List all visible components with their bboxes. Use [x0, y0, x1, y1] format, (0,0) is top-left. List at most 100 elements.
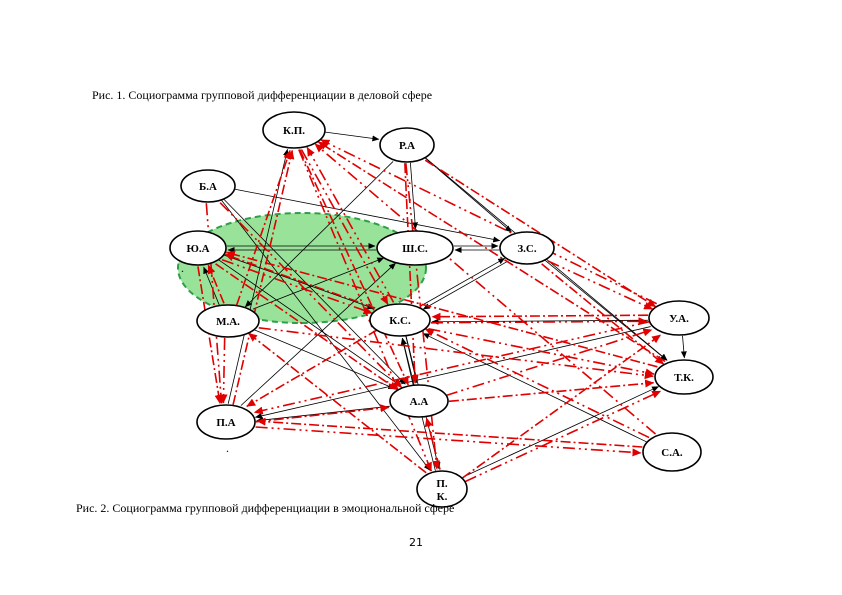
emotional-choice-arrow-sa-kp: [314, 143, 657, 435]
node-label: Т.К.: [674, 372, 694, 384]
node-ellipse: [379, 127, 435, 163]
emotional-choice-arrow-ma-yua: [207, 264, 225, 304]
emotional-choice-arrow-pk-ma: [247, 332, 427, 474]
emotional-choice-arrow-ma-pa: [219, 337, 228, 404]
node-ellipse: [416, 470, 468, 508]
emotional-choice-arrow-ks-pa: [246, 329, 378, 408]
node-ua: У.А.: [648, 300, 710, 336]
emotional-choice-arrow-aa-ua: [445, 328, 653, 397]
node-pk: П.К.: [416, 470, 468, 508]
node-label: С.А.: [661, 447, 683, 459]
emotional-choice-arrow-ua-kp: [320, 139, 658, 305]
node-label: П.: [436, 478, 448, 490]
emotional-choice-arrow-yua-ks: [221, 259, 373, 315]
node-ellipse: [180, 169, 236, 203]
node-ellipse: [389, 384, 449, 418]
emotional-choice-arrow-yua-pa: [197, 266, 223, 405]
stray-dot: .: [181, 261, 184, 275]
emotional-choice-arrow-ra-aa: [404, 163, 419, 384]
emotional-choice-arrow-ua-ks: [431, 312, 648, 321]
emotional-choice-arrow-pa-sa: [255, 426, 642, 457]
emotional-choice-arrow-ma-tk: [258, 327, 654, 380]
emotional-choice-arrow-ks-tk: [428, 327, 655, 377]
business-choice-arrow-pa-kp: [227, 148, 289, 404]
business-choice-arrow-kp-ra: [325, 131, 380, 142]
emotional-choice-arrow-zs-ua: [547, 260, 654, 310]
node-ba: Б.А: [180, 169, 236, 203]
node-zs: З.С.: [499, 231, 555, 265]
emotional-choice-arrow-ua-pa: [253, 320, 650, 415]
emotional-choice-arrow-pk-aa: [424, 417, 441, 470]
node-ellipse: [369, 303, 431, 337]
business-choice-arrow-ba-zs: [234, 188, 501, 243]
emotional-choice-arrow-kp-aa: [298, 149, 410, 386]
node-label: К.С.: [389, 315, 411, 327]
node-ellipse: [654, 359, 714, 395]
node-ellipse: [499, 231, 555, 265]
node-ellipse: [642, 432, 702, 472]
business-choice-arrow-yua-ks: [223, 254, 375, 310]
node-ellipse: [196, 404, 256, 440]
node-ellipse: [196, 304, 260, 338]
node-ellipse: [262, 111, 326, 149]
emotional-choice-arrow-pa-aa: [255, 404, 390, 423]
business-choice-arrow-ma-shs: [252, 257, 385, 310]
node-ra: Р.А: [379, 127, 435, 163]
business-choice-arrow-ua-ks: [431, 318, 649, 325]
emotional-choice-arrow-ma-kp: [235, 150, 292, 306]
node-layer: К.П. Р.А Б.А Ю.А Ш.С. З.С. М.А. К.С. У.А. Т.К. А.А…: [169, 111, 714, 508]
edge-layer: [197, 131, 687, 483]
node-label: Ю.А: [186, 243, 209, 255]
business-choice-arrow-ua-tk: [680, 335, 687, 359]
emotional-choice-arrow-tk-yua: [225, 250, 658, 368]
business-choice-arrow-ks-zs: [420, 257, 506, 307]
emotional-choice-arrow-pa-kp: [232, 149, 295, 406]
node-label: Ш.С.: [402, 243, 428, 255]
business-choice-arrow-sa-ks: [422, 333, 648, 443]
node-ellipse: [169, 230, 227, 266]
node-kp: К.П.: [262, 111, 326, 149]
emotional-choice-arrow-pk-ua: [461, 334, 662, 479]
page-number: 21: [409, 536, 423, 549]
node-sa: С.А.: [642, 432, 702, 472]
stray-dot: .: [226, 441, 229, 455]
emotional-choice-arrow-sa-pa: [256, 417, 643, 448]
node-ellipse: [376, 230, 454, 266]
node-ks: К.С.: [369, 303, 431, 337]
node-pa: П.А: [196, 404, 256, 440]
node-label: К.П.: [283, 125, 305, 137]
node-tk: Т.К.: [654, 359, 714, 395]
business-choice-arrow-ra-ma: [244, 161, 394, 308]
node-ma: М.А.: [196, 304, 260, 338]
node-yua: Ю.А: [169, 230, 227, 266]
emotional-choice-arrow-sa-ks: [424, 328, 650, 439]
business-choice-arrow-zs-tk: [544, 259, 668, 361]
node-label: Р.А: [399, 140, 415, 152]
node-aa: А.А: [389, 384, 449, 418]
business-choice-arrow-ba-aa: [223, 198, 406, 385]
node-shs: Ш.С.: [376, 230, 454, 266]
figure-2-caption: Рис. 2. Социограмма групповой дифференци…: [76, 501, 455, 515]
business-choice-arrow-ra-shs: [409, 162, 419, 230]
emotional-choice-arrow-pk-tk: [464, 390, 662, 483]
node-label: З.С.: [517, 243, 537, 255]
business-choice-arrow-aa-pa: [256, 405, 390, 423]
node-label: У.А.: [669, 313, 689, 325]
business-choice-arrow-ma-aa: [253, 329, 396, 390]
node-label: П.А: [216, 417, 235, 429]
emotional-choice-arrow-ks-kp: [306, 146, 395, 303]
emotional-choice-arrow-ks-yua: [224, 253, 376, 309]
business-choice-arrow-ra-zs: [424, 157, 512, 233]
emotional-choice-arrow-ra-ua: [424, 159, 657, 308]
emotional-choice-arrow-yua-aa: [215, 263, 399, 391]
business-choice-arrow-pk-tk: [462, 386, 660, 478]
business-choice-arrow-ma-yua: [203, 266, 220, 306]
node-label: А.А: [410, 396, 429, 408]
emotional-choice-arrow-aa-tk: [448, 379, 655, 403]
node-label: К.: [437, 491, 448, 503]
emotional-choice-arrow-kp-pk: [298, 149, 433, 472]
figure-1-caption: Рис. 1. Социограмма групповой дифференци…: [92, 88, 433, 102]
node-ellipse: [648, 300, 710, 336]
business-choice-arrow-zs-ks: [422, 260, 508, 310]
